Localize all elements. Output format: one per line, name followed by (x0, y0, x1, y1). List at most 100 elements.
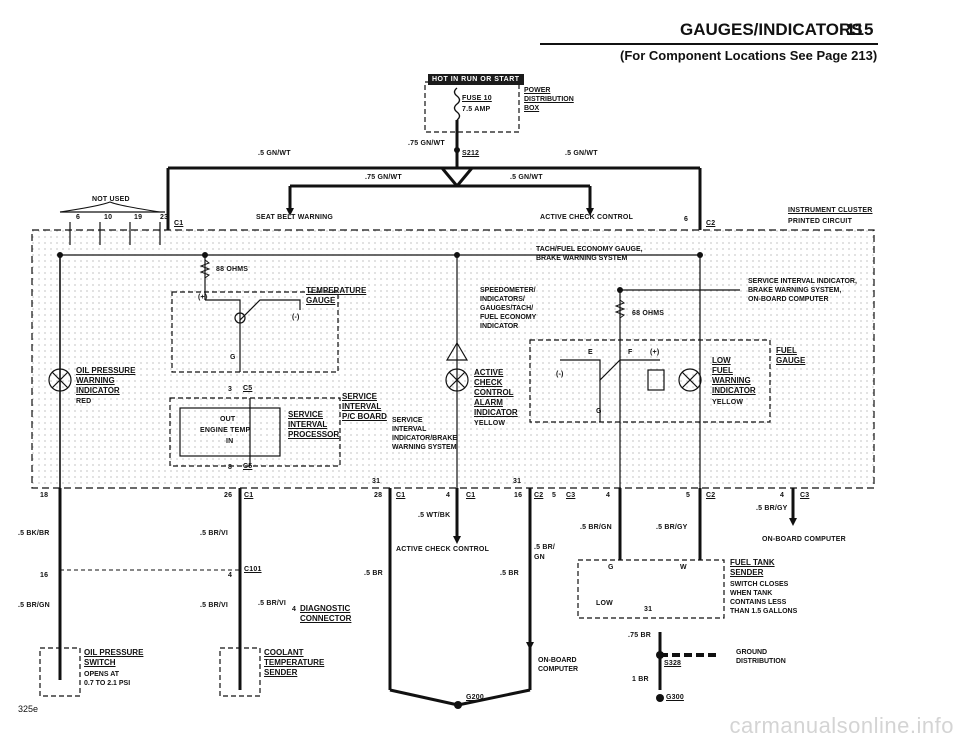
diagram-code-label: 325e (18, 704, 39, 714)
service-interval-indicator-label: SERVICE INTERVAL INDICATOR,BRAKE WARNING… (748, 278, 857, 303)
wire-5-gnwt-left-label: .5 GN/WT (258, 150, 291, 157)
fuse-label: FUSE 10 (462, 95, 492, 102)
connector-c1-b-label: C1 (396, 492, 406, 499)
wire-brgy2-label: .5 BR/GY (756, 505, 788, 512)
pin-6-right-label: 6 (684, 216, 689, 223)
fuse-amp-label: 7.5 AMP (462, 106, 491, 113)
wire-75-gnwt-label: .75 GN/WT (408, 140, 445, 147)
wire-brgn-top2-label: GN (534, 554, 545, 561)
on-board-computer-right-label: ON-BOARD COMPUTER (762, 536, 846, 543)
temp-plus-label: (+) (198, 294, 208, 301)
out-label: OUT (220, 416, 236, 423)
pin-5a-label: 5 (552, 492, 557, 499)
pin-19-label: 19 (134, 214, 143, 221)
connector-c1-c-label: C1 (466, 492, 476, 499)
pin-18-label: 18 (40, 492, 49, 499)
low-fuel-yellow-label: YELLOW (712, 399, 744, 406)
connector-c3-b-label: C3 (800, 492, 810, 499)
page-number: 115 (846, 20, 874, 39)
instrument-cluster-label: INSTRUMENT CLUSTER (788, 207, 873, 214)
connector-c2-a-label: C2 (534, 492, 544, 499)
wire-brgy-label: .5 BR/GY (656, 524, 688, 531)
active-check-control-bottom-label: ACTIVE CHECK CONTROL (396, 546, 490, 553)
in-label: IN (226, 438, 234, 445)
wire-brvi2-label: .5 BR/VI (200, 602, 229, 609)
active-check-control-top-label: ACTIVE CHECK CONTROL (540, 214, 634, 221)
pin-4c-label: 4 (780, 492, 785, 499)
fuel-e-label: E (588, 349, 593, 356)
wire-bkbr-label: .5 BK/BR (18, 530, 50, 537)
fuel-g-label: G (596, 408, 602, 415)
wire-brgn-top-label: .5 BR/ (534, 544, 556, 551)
splice-s328-label: S328 (664, 660, 682, 667)
pin-23-label: 23 (160, 214, 169, 221)
wire-1br-label: 1 BR (632, 676, 649, 683)
tach-fuel-economy-label: TACH/FUEL ECONOMY GAUGE,BRAKE WARNING SY… (536, 246, 643, 262)
connector-c2-b-label: C2 (706, 492, 716, 499)
connector-c5-bottom-label: C5 (243, 463, 253, 470)
wire-br-b-label: .5 BR (500, 570, 519, 577)
temp-g-label: G (230, 354, 236, 361)
sender-pin-31-label: 31 (644, 606, 653, 613)
pin-4e-label: 4 (292, 606, 297, 613)
fuel-plus-label: (+) (650, 349, 660, 356)
wire-wtbk-label: .5 WT/BK (418, 512, 451, 519)
ohms-68-label: 68 OHMS (632, 310, 665, 317)
not-used-label: NOT USED (92, 196, 130, 203)
oil-red-label: RED (76, 398, 92, 405)
sender-g-label: G (608, 564, 614, 571)
engine-temp-label: ENGINE TEMP (200, 427, 251, 434)
pin-16a-label: 16 (514, 492, 523, 499)
hot-in-run-label: HOT IN RUN OR START (428, 74, 524, 85)
ohms-88-label: 88 OHMS (216, 266, 249, 273)
ground-g200-label: G200 (466, 694, 484, 701)
pin-10-label: 10 (104, 214, 113, 221)
wire-brvi3-label: .5 BR/VI (258, 600, 287, 607)
pin-28-label: 28 (374, 492, 383, 499)
pin-16b-label: 16 (40, 572, 49, 579)
pin-8-label: 8 (228, 464, 233, 471)
printed-circuit-label: PRINTED CIRCUIT (788, 218, 853, 225)
wire-75-gnwt-b-label: .75 GN/WT (365, 174, 402, 181)
sender-low-label: LOW (596, 600, 613, 607)
pin-26-label: 26 (224, 492, 233, 499)
active-check-yellow-label: YELLOW (474, 420, 506, 427)
pin-4d-label: 4 (228, 572, 233, 579)
sender-w-label: W (680, 564, 687, 571)
pin-31b-label: 31 (513, 478, 522, 485)
pin-3-label: 3 (228, 386, 233, 393)
page-subtitle: (For Component Locations See Page 213) (620, 48, 878, 63)
splice-s212-label: S212 (462, 150, 480, 157)
connector-c3-a-label: C3 (566, 492, 576, 499)
pin-4b-label: 4 (606, 492, 611, 499)
fuel-f-label: F (628, 349, 633, 356)
wire-5-gnwt-right-label: .5 GN/WT (565, 150, 598, 157)
wire-brgn-label: .5 BR/GN (580, 524, 612, 531)
wire-brgn2-label: .5 BR/GN (18, 602, 50, 609)
wire-br-a-label: .5 BR (364, 570, 383, 577)
connector-c2-top-label: C2 (706, 220, 716, 227)
wire-75br-label: .75 BR (628, 632, 651, 639)
pin-31a-label: 31 (372, 478, 381, 485)
fuel-minus-label: (-) (556, 371, 564, 378)
pin-6-label: 6 (76, 214, 81, 221)
speedometer-indicators-label: SPEEDOMETER/INDICATORS/GAUGES/TACH/FUEL … (480, 287, 537, 330)
connector-c1-a-label: C1 (244, 492, 254, 499)
